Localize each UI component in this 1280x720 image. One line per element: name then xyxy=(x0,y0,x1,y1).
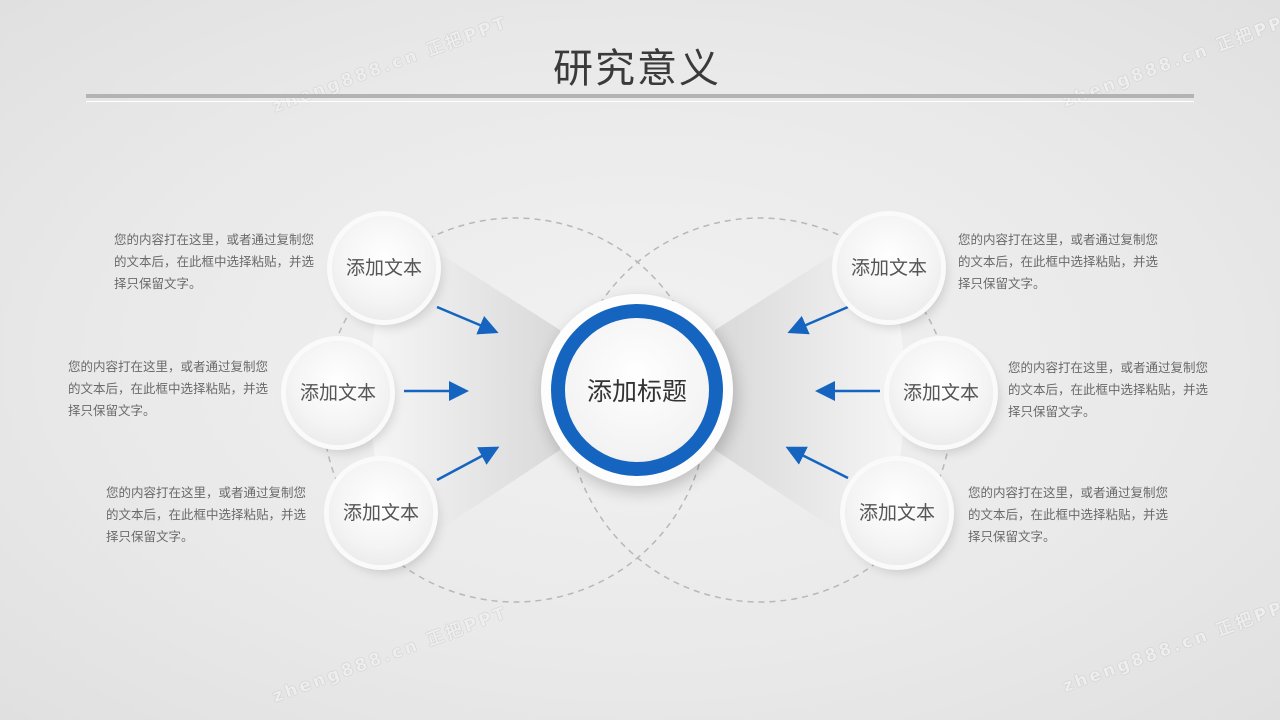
node-label: 添加文本 xyxy=(851,256,928,279)
node-right-middle: 添加文本 xyxy=(889,341,993,445)
arrow xyxy=(436,305,499,335)
description-right-bottom: 您的内容打在这里，或者通过复制您的文本后，在此框中选择粘贴，并选择只保留文字。 xyxy=(968,485,1169,544)
title-divider xyxy=(86,94,1194,98)
page-title: 研究意义 xyxy=(553,46,721,92)
node-label: 添加文本 xyxy=(346,256,423,279)
node-right-bottom: 添加文本 xyxy=(845,461,949,565)
description-left-middle: 您的内容打在这里，或者通过复制您的文本后，在此框中选择粘贴，并选择只保留文字。 xyxy=(68,359,269,418)
node-left-middle: 添加文本 xyxy=(286,341,390,445)
description-right-middle: 您的内容打在这里，或者通过复制您的文本后，在此框中选择粘贴，并选择只保留文字。 xyxy=(1008,360,1209,419)
center-title: 添加标题 xyxy=(586,377,687,406)
node-label: 添加文本 xyxy=(859,501,936,524)
node-left-bottom: 添加文本 xyxy=(329,461,433,565)
node-label: 添加文本 xyxy=(300,381,377,404)
description-left-bottom: 您的内容打在这里，或者通过复制您的文本后，在此框中选择粘贴，并选择只保留文字。 xyxy=(106,485,307,544)
description-right-top: 您的内容打在这里，或者通过复制您的文本后，在此框中选择粘贴，并选择只保留文字。 xyxy=(958,232,1159,291)
description-left-top: 您的内容打在这里，或者通过复制您的文本后，在此框中选择粘贴，并选择只保留文字。 xyxy=(114,232,315,291)
center-ring: 添加标题 xyxy=(551,304,723,476)
node-label: 添加文本 xyxy=(903,381,980,404)
center-node: 添加标题 xyxy=(541,294,733,486)
node-right-top: 添加文本 xyxy=(837,216,941,320)
arrow xyxy=(785,446,849,480)
arrow xyxy=(436,446,500,482)
node-label: 添加文本 xyxy=(343,501,420,524)
node-left-top: 添加文本 xyxy=(332,216,436,320)
title-divider-highlight xyxy=(86,101,1194,102)
arrow xyxy=(787,305,849,335)
